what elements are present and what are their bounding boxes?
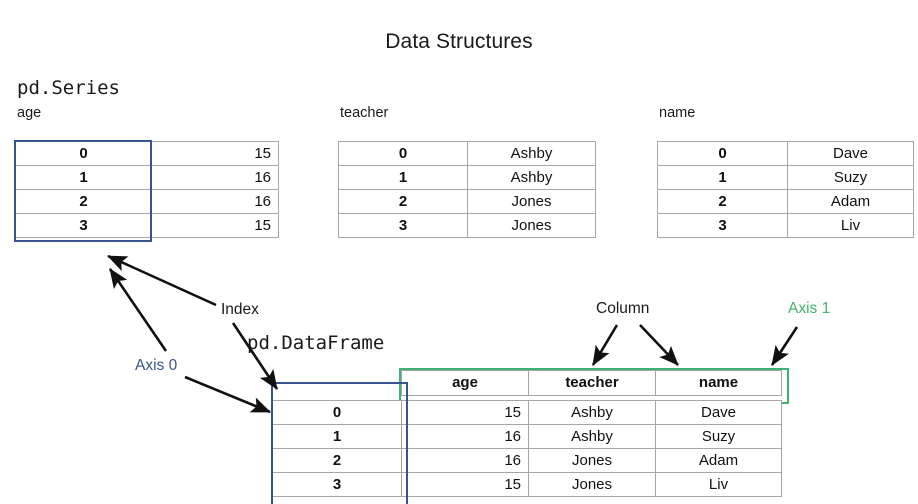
series-age-value-cell: 15 (151, 213, 279, 238)
series-age-index-cell: 0 (15, 141, 152, 166)
series-name-value-cell: Adam (787, 189, 914, 214)
dataframe-column-header-age: age (401, 370, 529, 396)
table-row: 0 15 Ashby Dave (272, 400, 782, 425)
series-teacher-value-cell: Jones (467, 213, 596, 238)
table-row: 1 16 (15, 165, 279, 190)
dataframe-cell-age: 15 (401, 400, 529, 425)
table-row: 0 15 (15, 141, 279, 166)
dataframe-cell-name: Adam (655, 448, 782, 473)
series-name-index-cell: 2 (657, 189, 788, 214)
series-teacher-index-cell: 3 (338, 213, 468, 238)
dataframe-cell-teacher: Jones (528, 448, 656, 473)
series-table-teacher: 0 Ashby 1 Ashby 2 Jones 3 Jones (338, 141, 596, 238)
dataframe-header-table: age teacher name (401, 370, 782, 396)
series-age-index-cell: 1 (15, 165, 152, 190)
table-row: 3 15 (15, 213, 279, 238)
dataframe-column-header-name: name (655, 370, 782, 396)
series-caption-age: age (17, 105, 42, 121)
dataframe-cell-teacher: Ashby (528, 424, 656, 449)
series-table-age: 0 15 1 16 2 16 3 15 (15, 141, 279, 238)
arrow-index-to-series-index (107, 254, 217, 307)
table-row: 3 Jones (338, 213, 596, 238)
dataframe-index-cell: 1 (272, 424, 402, 449)
series-table-name: 0 Dave 1 Suzy 2 Adam 3 Liv (657, 141, 914, 238)
table-row: 1 Ashby (338, 165, 596, 190)
table-header-row: age teacher name (401, 370, 782, 396)
series-age-index-cell: 2 (15, 189, 152, 214)
series-name-value-cell: Suzy (787, 165, 914, 190)
annotation-column-label: Column (596, 300, 650, 317)
dataframe-index-cell: 3 (272, 472, 402, 497)
dataframe-cell-name: Dave (655, 400, 782, 425)
series-age-index-cell: 3 (15, 213, 152, 238)
arrow-column-to-age-header (591, 324, 619, 366)
dataframe-cell-teacher: Jones (528, 472, 656, 497)
dataframe-cell-name: Liv (655, 472, 782, 497)
series-teacher-index-cell: 0 (338, 141, 468, 166)
pd-dataframe-type-label: pd.DataFrame (247, 332, 385, 354)
table-row: 1 16 Ashby Suzy (272, 424, 782, 449)
series-teacher-value-cell: Jones (467, 189, 596, 214)
series-age-value-cell: 16 (151, 189, 279, 214)
series-teacher-value-cell: Ashby (467, 141, 596, 166)
series-name-index-cell: 0 (657, 141, 788, 166)
pd-series-type-label: pd.Series (17, 77, 120, 99)
series-teacher-index-cell: 1 (338, 165, 468, 190)
table-row: 0 Dave (657, 141, 914, 166)
series-age-value-cell: 16 (151, 165, 279, 190)
dataframe-index-cell: 2 (272, 448, 402, 473)
table-row: 1 Suzy (657, 165, 914, 190)
dataframe-cell-teacher: Ashby (528, 400, 656, 425)
table-row: 3 15 Jones Liv (272, 472, 782, 497)
series-name-index-cell: 1 (657, 165, 788, 190)
series-age-value-cell: 15 (151, 141, 279, 166)
series-name-index-cell: 3 (657, 213, 788, 238)
series-teacher-index-cell: 2 (338, 189, 468, 214)
arrow-column-to-name-header (639, 324, 679, 366)
series-teacher-value-cell: Ashby (467, 165, 596, 190)
arrow-axis0-to-dataframe-index (184, 375, 271, 414)
table-row: 2 16 Jones Adam (272, 448, 782, 473)
series-name-value-cell: Dave (787, 141, 914, 166)
table-row: 2 Adam (657, 189, 914, 214)
dataframe-index-cell: 0 (272, 400, 402, 425)
series-caption-name: name (659, 105, 696, 121)
table-row: 2 Jones (338, 189, 596, 214)
annotation-axis1-label: Axis 1 (788, 300, 831, 317)
series-name-value-cell: Liv (787, 213, 914, 238)
table-row: 0 Ashby (338, 141, 596, 166)
table-row: 3 Liv (657, 213, 914, 238)
dataframe-cell-age: 15 (401, 472, 529, 497)
table-row: 2 16 (15, 189, 279, 214)
annotation-index-label: Index (221, 301, 259, 318)
arrow-axis1-to-columns (770, 326, 799, 366)
dataframe-body-table: 0 15 Ashby Dave 1 16 Ashby Suzy 2 16 Jon… (272, 400, 782, 497)
arrow-axis0-to-series-index (108, 268, 168, 352)
dataframe-cell-name: Suzy (655, 424, 782, 449)
annotation-axis0-label: Axis 0 (135, 357, 178, 374)
series-caption-teacher: teacher (340, 105, 389, 121)
dataframe-cell-age: 16 (401, 448, 529, 473)
page-title: Data Structures (385, 30, 533, 53)
dataframe-cell-age: 16 (401, 424, 529, 449)
dataframe-column-header-teacher: teacher (528, 370, 656, 396)
